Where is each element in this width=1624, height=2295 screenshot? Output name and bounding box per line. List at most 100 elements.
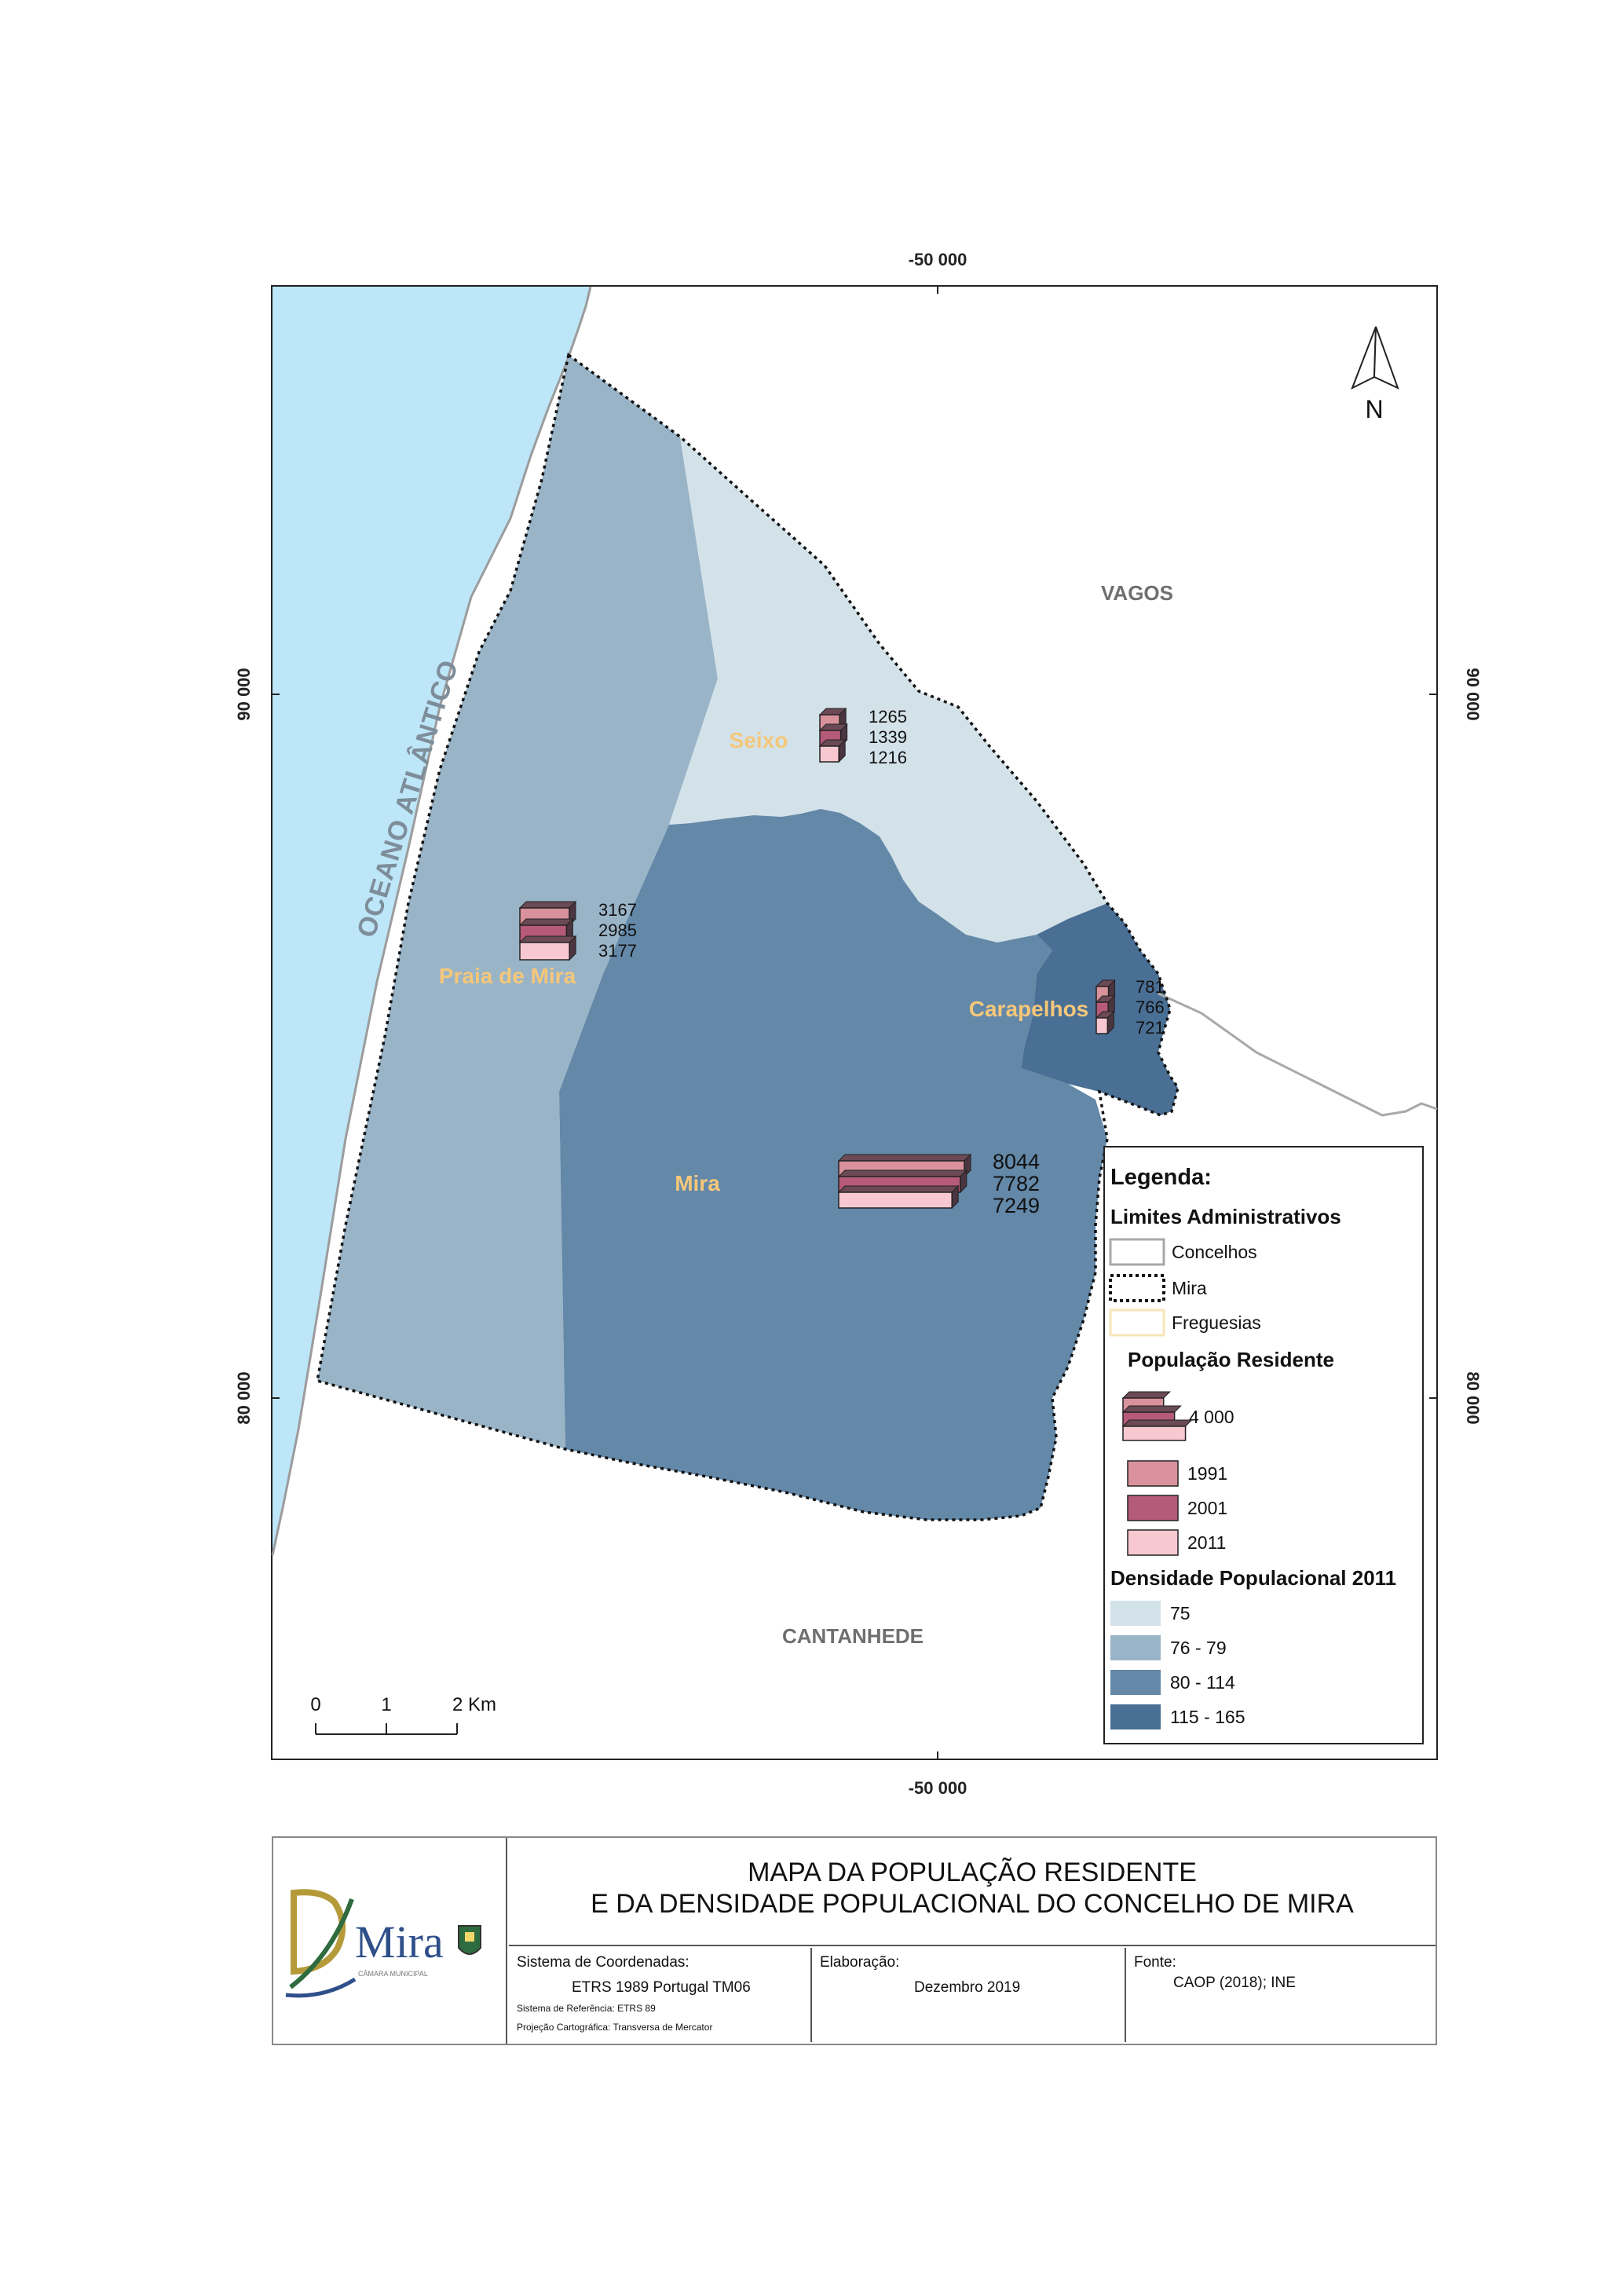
legend-bar-top-2011: [1121, 1419, 1193, 1427]
map-title-line1: MAPA DA POPULAÇÃO RESIDENTE: [748, 1858, 1197, 1887]
coord-left-80: 80 000: [234, 1371, 254, 1424]
coord-system-cell: Sistema de Coordenadas: ETRS 1989 Portug…: [509, 1948, 812, 2042]
value-praia-1991: 3167: [598, 900, 637, 920]
legend-admin-title: Limites Administrativos: [1110, 1205, 1341, 1228]
legend-pop-reference-label: 4 000: [1189, 1407, 1234, 1427]
scale-label-0: 0: [310, 1694, 320, 1715]
legend-label-concelhos: Concelhos: [1172, 1242, 1257, 1262]
legend-swatch-2011: [1127, 1529, 1179, 1556]
pop-bars-seixo: [818, 707, 848, 763]
parish-seixo: [669, 437, 1107, 943]
bar-seixo-2011: [819, 745, 839, 763]
coastline: [271, 286, 592, 1556]
value-mira-2001: 7782: [993, 1172, 1040, 1195]
source-value: CAOP (2018); INE: [1173, 1975, 1296, 1991]
ocean-area: [272, 287, 591, 1555]
mira-logo-icon: Mira CÂMARA MUNICIPAL: [285, 1889, 481, 1998]
value-carapelhos-2001: 766: [1136, 997, 1165, 1017]
scale-label-1: 1: [381, 1694, 391, 1715]
coord-system-value: ETRS 1989 Portugal TM06: [572, 1979, 751, 1996]
coord-projection: Projeção Cartográfica: Transversa de Mer…: [517, 2022, 713, 2033]
legend-bar-top-2001: [1121, 1405, 1182, 1413]
bar-mira-2011: [838, 1191, 953, 1209]
north-arrow-icon: [1351, 326, 1399, 390]
neighbour-cantanhede: CANTANHEDE: [782, 1624, 924, 1648]
legend-swatch-1991: [1127, 1460, 1179, 1487]
scale-bar: [315, 1723, 458, 1735]
value-seixo-1991: 1265: [869, 707, 907, 727]
legend-label-d80-114: 80 - 114: [1170, 1672, 1235, 1693]
coord-left-90: 90 000: [234, 668, 254, 720]
value-mira-1991: 8044: [993, 1150, 1040, 1173]
coord-top: -50 000: [909, 250, 967, 269]
bar-top-mira-2011: [837, 1185, 960, 1193]
map-title: MAPA DA POPULAÇÃO RESIDENTE E DA DENSIDA…: [509, 1857, 1436, 1920]
legend-title: Legenda:: [1110, 1165, 1212, 1190]
neighbour-vagos: VAGOS: [1101, 581, 1173, 605]
parish-mira: [559, 809, 1107, 1520]
legend-label-2011: 2011: [1187, 1532, 1226, 1553]
legend-swatch-freguesias: [1109, 1309, 1165, 1337]
legend-density-title: Densidade Populacional 2011: [1110, 1566, 1396, 1590]
elaboration-cell: Elaboração: Dezembro 2019: [812, 1948, 1126, 2042]
parish-label-praia-de-mira: Praia de Mira: [439, 964, 576, 988]
legend-label-1991: 1991: [1187, 1463, 1227, 1484]
legend-swatch-d115-165: [1110, 1704, 1161, 1729]
bar-top-mira-1991: [837, 1154, 972, 1162]
coord-bottom: -50 000: [909, 1778, 967, 1798]
value-seixo-2001: 1339: [869, 727, 907, 747]
coord-right-90: 90 000: [1463, 668, 1483, 720]
parish-label-seixo: Seixo: [730, 728, 788, 752]
legend-bar-top-1991: [1121, 1391, 1171, 1399]
map-title-line2: E DA DENSIDADE POPULACIONAL DO CONCELHO …: [591, 1889, 1354, 1919]
pop-bars-carapelhos: [1095, 979, 1116, 1035]
title-divider: [509, 1945, 1436, 1946]
legend: Legenda: Limites Administrativos Concelh…: [1103, 1146, 1424, 1744]
svg-text:Mira: Mira: [355, 1916, 444, 1967]
legend-label-d75: 75: [1170, 1603, 1191, 1623]
value-praia-2001: 2985: [598, 921, 637, 940]
parish-label-mira: Mira: [675, 1171, 720, 1195]
north-label: N: [1365, 395, 1383, 423]
value-carapelhos-2011: 721: [1136, 1018, 1165, 1038]
bar-top-praia-de-mira-2011: [518, 935, 577, 943]
pop-bars-praia-de-mira: [518, 900, 577, 961]
value-carapelhos-1991: 781: [1136, 977, 1165, 997]
coord-system-label: Sistema de Coordenadas:: [517, 1954, 689, 1971]
legend-label-freguesias: Freguesias: [1172, 1312, 1261, 1333]
legend-swatch-mira: [1109, 1274, 1165, 1302]
legend-swatch-d76-79: [1110, 1635, 1161, 1660]
source-label: Fonte:: [1134, 1954, 1176, 1971]
parish-praia-de-mira: [317, 355, 718, 1449]
coord-right-80: 80 000: [1463, 1371, 1483, 1424]
bar-praia-de-mira-2011: [519, 942, 570, 961]
scale-label-2: 2 Km: [452, 1694, 496, 1715]
legend-swatch-2001: [1127, 1495, 1179, 1521]
legend-label-d115-165: 115 - 165: [1170, 1707, 1245, 1727]
legend-bar-2011: [1122, 1426, 1187, 1441]
bar-top-praia-de-mira-1991: [518, 901, 577, 909]
legend-pop-reference-symbol: [1121, 1391, 1193, 1441]
legend-label-mira: Mira: [1172, 1278, 1207, 1298]
concelho-boundary-east: [1158, 992, 1438, 1117]
parish-label-carapelhos: Carapelhos: [969, 997, 1089, 1021]
legend-label-d76-79: 76 - 79: [1170, 1638, 1227, 1658]
value-praia-2011: 3177: [598, 941, 637, 961]
title-block: Mira CÂMARA MUNICIPAL MAPA DA POPULAÇÃO …: [272, 1836, 1437, 2045]
pop-bars-mira: [837, 1153, 972, 1210]
logo-cell: Mira CÂMARA MUNICIPAL: [273, 1838, 507, 2044]
legend-pop-title: População Residente: [1128, 1348, 1334, 1371]
svg-text:CÂMARA MUNICIPAL: CÂMARA MUNICIPAL: [358, 1970, 428, 1978]
coord-reference: Sistema de Referência: ETRS 89: [517, 2003, 656, 2014]
mira-boundary: [315, 352, 1180, 1521]
legend-swatch-concelhos: [1109, 1238, 1165, 1266]
bar-top-mira-2001: [837, 1169, 967, 1177]
value-seixo-2011: 1216: [869, 748, 907, 767]
source-cell: Fonte: CAOP (2018); INE: [1126, 1948, 1436, 2042]
legend-swatch-d80-114: [1110, 1670, 1161, 1695]
elaboration-label: Elaboração:: [820, 1954, 900, 1971]
bar-top-praia-de-mira-2001: [518, 918, 574, 926]
elaboration-value: Dezembro 2019: [914, 1979, 1021, 1996]
legend-swatch-d75: [1110, 1601, 1161, 1626]
